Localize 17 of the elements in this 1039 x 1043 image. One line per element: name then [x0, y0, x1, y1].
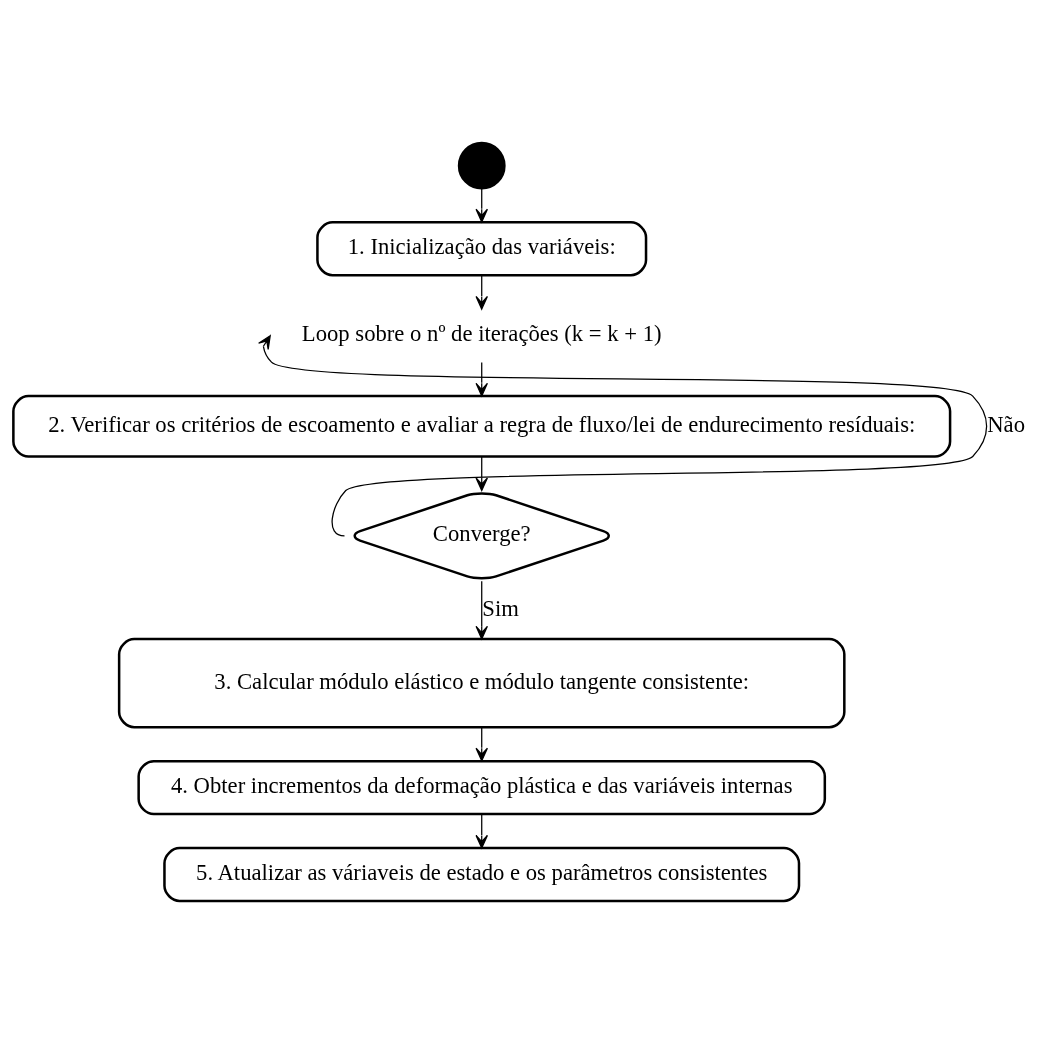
arrow [258, 334, 988, 536]
arrow [475, 274, 489, 310]
arrow [475, 813, 489, 849]
node-box: 1. Inicialização das variáveis: [316, 220, 648, 276]
node-box: 5. Atualizar as váriaveis de estado e os parâmetros consistentes [163, 846, 801, 902]
arrow [475, 361, 489, 397]
node-box: 2. Verificar os critérios de escoamento e avaliar a regra de fluxo/lei de endurecimento resíduais: [12, 394, 952, 458]
node-box: 3. Calcular módulo elástico e módulo tangente consistente: [117, 637, 846, 728]
node-circle [457, 141, 506, 190]
edge-label: Sim [482, 595, 519, 621]
arrow [475, 455, 489, 491]
node-text: Loop sobre o nº de iterações (k = k + 1) [301, 320, 662, 346]
node-box: 4. Obter incrementos da deformação plástica e das variáveis internas [137, 759, 827, 815]
arrow [475, 187, 489, 222]
arrow [475, 726, 489, 761]
arrow [475, 580, 489, 640]
edge-label: Não [987, 411, 1025, 437]
